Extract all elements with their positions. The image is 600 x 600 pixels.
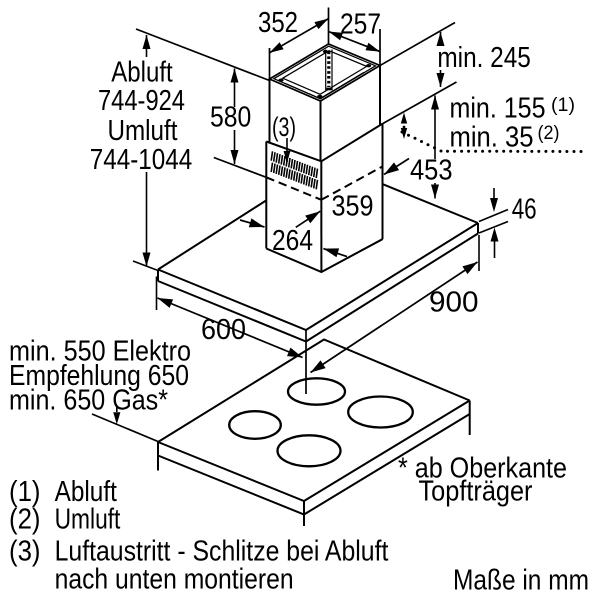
svg-text:* ab Oberkante: * ab Oberkante <box>398 453 567 485</box>
svg-text:min. 245: min. 245 <box>437 42 530 74</box>
svg-text:744-924: 744-924 <box>98 85 185 117</box>
svg-text:(3): (3) <box>9 536 41 568</box>
svg-text:Umluft: Umluft <box>108 115 178 147</box>
svg-text:900: 900 <box>429 287 479 319</box>
svg-text:Topfträger: Topfträger <box>419 476 533 508</box>
svg-text:46: 46 <box>512 194 537 226</box>
svg-text:Abluft: Abluft <box>111 57 173 89</box>
svg-text:min. 650 Gas*: min. 650 Gas* <box>9 385 168 417</box>
svg-text:600: 600 <box>201 314 246 346</box>
svg-text:min. 155: min. 155 <box>450 93 546 125</box>
svg-text:Abluft: Abluft <box>55 476 117 508</box>
svg-text:(2): (2) <box>538 123 560 144</box>
svg-text:Umluft: Umluft <box>55 504 121 536</box>
svg-text:257: 257 <box>340 9 381 41</box>
svg-text:(3): (3) <box>272 112 296 142</box>
svg-text:(1): (1) <box>551 95 575 116</box>
svg-text:nach unten montieren: nach unten montieren <box>55 564 294 596</box>
svg-text:453: 453 <box>410 155 453 187</box>
svg-text:(2): (2) <box>9 504 41 536</box>
svg-text:264: 264 <box>272 225 313 257</box>
svg-text:580: 580 <box>210 102 251 134</box>
svg-text:(1): (1) <box>9 476 41 508</box>
svg-text:359: 359 <box>332 191 374 223</box>
svg-text:min. 550 Elektro: min. 550 Elektro <box>9 336 191 368</box>
svg-text:744-1044: 744-1044 <box>90 144 193 176</box>
svg-text:Empfehlung 650: Empfehlung 650 <box>9 360 189 392</box>
svg-text:Maße in mm: Maße in mm <box>453 565 589 597</box>
svg-text:352: 352 <box>258 7 298 39</box>
svg-text:Luftaustritt - Schlitze bei Ab: Luftaustritt - Schlitze bei Abluft <box>55 536 389 568</box>
svg-text:min. 35: min. 35 <box>450 122 534 154</box>
